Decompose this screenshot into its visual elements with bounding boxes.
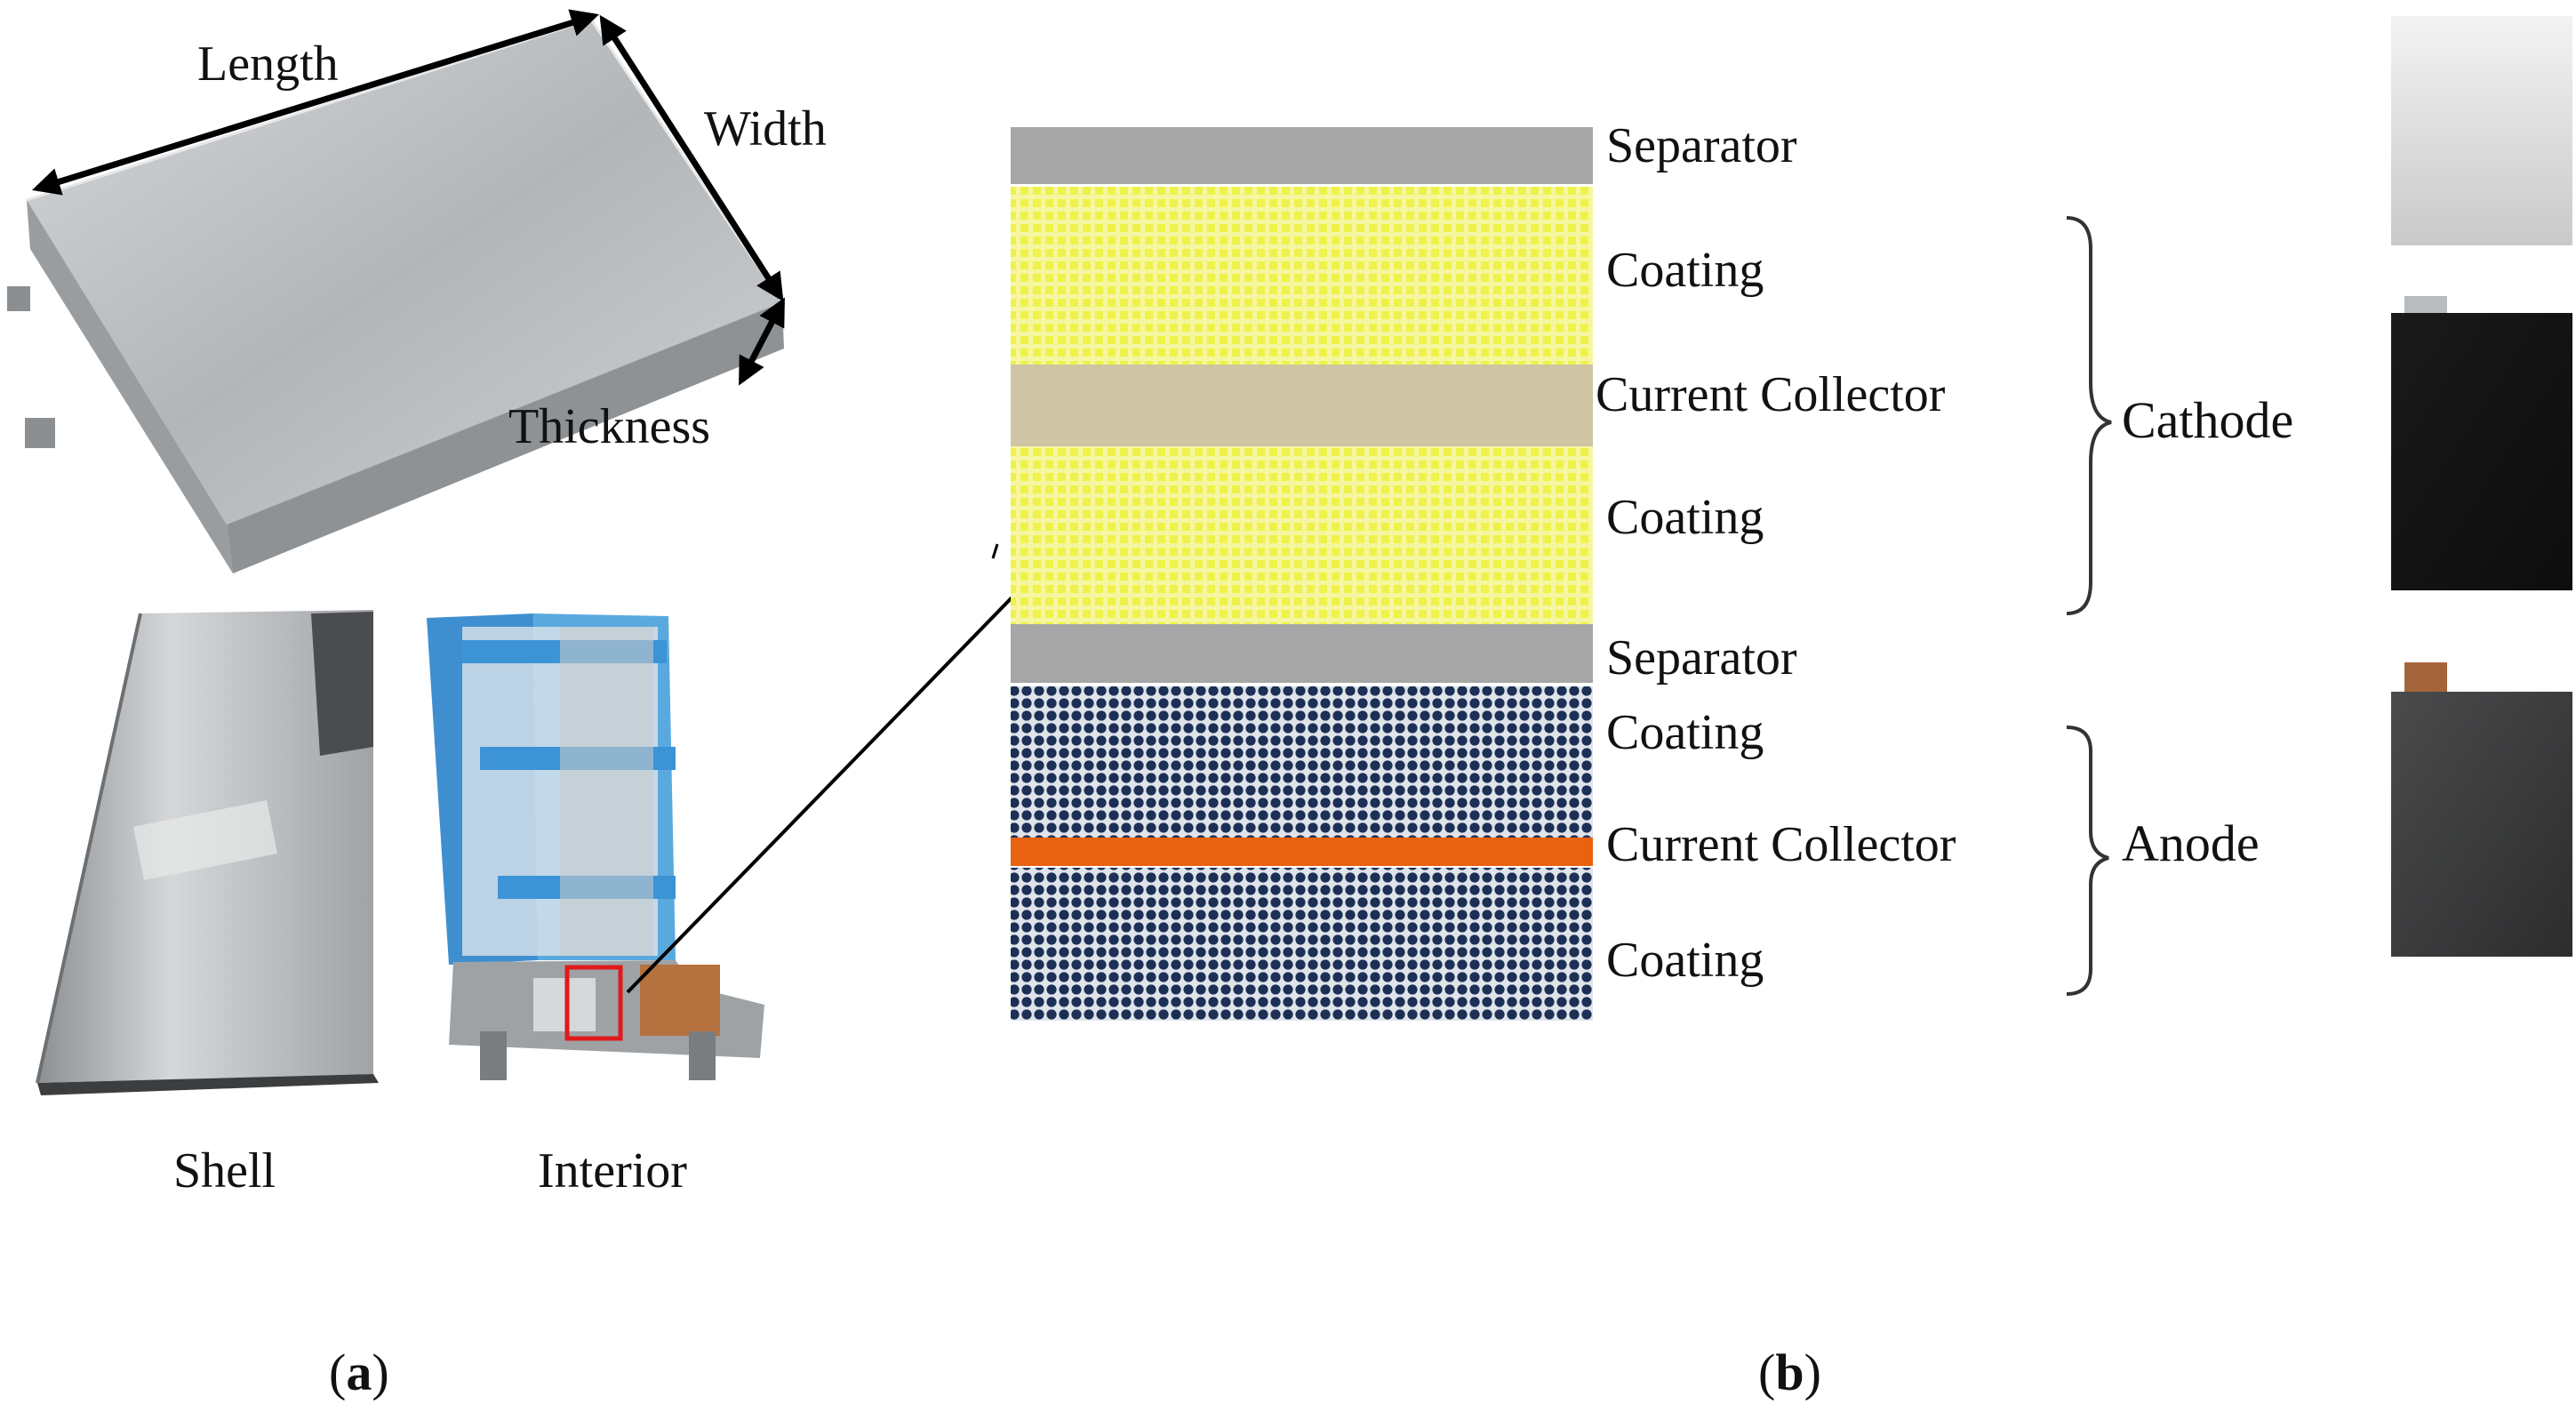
- width-label: Width: [704, 101, 827, 156]
- layer-label-separator-top: Separator: [1606, 118, 1797, 173]
- layer-cathode-current-collector: [1011, 365, 1593, 446]
- width-arrow: [599, 14, 784, 302]
- layer-label-anode-coating-upper: Coating: [1606, 705, 1764, 760]
- interior-photo: [427, 613, 764, 1080]
- separator-sample-photo: [2391, 16, 2572, 245]
- panel-b: Separator Coating Current Collector Coat…: [1011, 16, 2572, 1021]
- interior-label: Interior: [538, 1143, 687, 1199]
- anode-brace: [2066, 726, 2109, 996]
- thickness-arrow: [738, 297, 786, 386]
- anode-label: Anode: [2122, 814, 2260, 872]
- length-label: Length: [197, 36, 339, 92]
- layer-anode-coating-upper: [1011, 686, 1593, 838]
- cathode-label: Cathode: [2122, 391, 2293, 449]
- cathode-sample-photo: [2391, 296, 2572, 590]
- panel-a: Length Width Thickness Shell: [7, 9, 827, 1199]
- layer-anode-coating-lower: [1011, 868, 1593, 1021]
- layer-label-cathode-coating-lower: Coating: [1606, 490, 1764, 545]
- layer-separator-middle: [1011, 624, 1593, 683]
- zoom-tick: [991, 543, 999, 559]
- layer-anode-current-collector: [1011, 838, 1593, 866]
- anode-sample-photo: [2391, 662, 2572, 957]
- layer-cathode-coating-lower: [1011, 446, 1593, 624]
- panel-b-caption: (b): [1758, 1343, 1821, 1401]
- shell-label: Shell: [173, 1143, 276, 1199]
- cathode-brace: [2066, 216, 2112, 615]
- layer-stack: [1011, 127, 1593, 1021]
- shell-photo: [36, 610, 379, 1095]
- layer-separator-top: [1011, 127, 1593, 184]
- zoom-connector-line: [626, 581, 1028, 994]
- layer-label-separator-middle: Separator: [1606, 630, 1797, 685]
- battery-cell-photo: [7, 18, 784, 573]
- layer-cathode-coating-upper: [1011, 187, 1593, 365]
- layer-label-anode-current-collector: Current Collector: [1606, 817, 1956, 872]
- length-arrow: [31, 9, 600, 196]
- highlight-box: [564, 965, 623, 1041]
- panel-a-caption: (a): [329, 1343, 389, 1401]
- layer-label-cathode-current-collector: Current Collector: [1596, 367, 1946, 422]
- layer-label-anode-coating-lower: Coating: [1606, 933, 1764, 988]
- layer-label-cathode-coating-upper: Coating: [1606, 243, 1764, 298]
- thickness-label: Thickness: [508, 399, 710, 454]
